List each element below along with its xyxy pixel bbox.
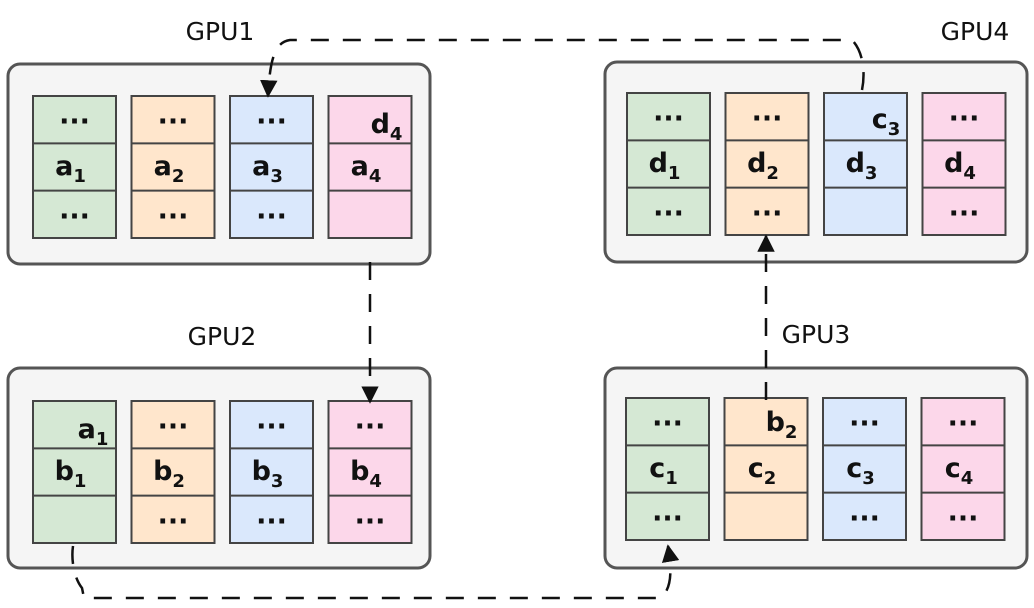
shard-label: c2 <box>748 453 777 489</box>
gpu-group-gpu4: GPU4...d1......d2...d3c3...d4... <box>603 17 1029 264</box>
data-column-rect <box>130 95 216 239</box>
data-column: ... d2... <box>724 92 810 236</box>
shard-label: b4 <box>350 456 382 492</box>
ellipsis-label: ... <box>949 97 980 128</box>
ring-transfer-arrow <box>260 38 865 98</box>
shard-label: d4 <box>944 148 976 184</box>
data-column-rect <box>32 400 117 544</box>
incoming-shard-label: b2 <box>766 407 798 443</box>
gpu-label: GPU4 <box>941 17 1010 46</box>
ellipsis-label: ... <box>158 194 189 225</box>
shard-label: d2 <box>747 148 779 184</box>
gpu-group-gpu2: GPU2b1a1...b2......b3......b4... <box>6 322 432 570</box>
data-column: ... b2... <box>130 400 216 544</box>
shard-label: b1 <box>55 456 87 492</box>
data-column-rect <box>327 95 413 239</box>
shard-label: a1 <box>55 151 86 187</box>
data-column: ... b4... <box>327 400 413 544</box>
ellipsis-label: ... <box>59 194 90 225</box>
data-column: ... c3... <box>822 397 907 541</box>
shard-label: b2 <box>153 456 185 492</box>
ellipsis-label: ... <box>652 402 683 433</box>
data-column: ... d1... <box>626 92 711 236</box>
data-column: ... a2... <box>130 95 216 239</box>
ellipsis-label: ... <box>158 499 189 530</box>
incoming-shard-label: d4 <box>371 109 403 145</box>
data-column-rect <box>625 397 710 541</box>
shard-label: a4 <box>351 151 382 187</box>
data-column-rect <box>823 92 908 236</box>
ellipsis-label: ... <box>355 405 386 436</box>
ellipsis-label: ... <box>752 97 783 128</box>
data-column-rect <box>32 95 117 239</box>
data-column-rect <box>921 92 1007 236</box>
ellipsis-label: ... <box>849 496 880 527</box>
shard-label: b3 <box>252 456 284 492</box>
shard-label: d1 <box>649 148 681 184</box>
data-column-rect <box>822 397 907 541</box>
ellipsis-label: ... <box>256 405 287 436</box>
data-column: ... c4... <box>920 397 1006 541</box>
shard-label: c1 <box>649 453 678 489</box>
data-column-rect <box>920 397 1006 541</box>
ellipsis-label: ... <box>653 191 684 222</box>
ellipsis-label: ... <box>653 97 684 128</box>
data-column-rect <box>724 92 810 236</box>
ellipsis-label: ... <box>752 191 783 222</box>
ellipsis-label: ... <box>652 496 683 527</box>
gpu-label: GPU1 <box>186 17 255 46</box>
ellipsis-label: ... <box>949 191 980 222</box>
gpu-label: GPU2 <box>188 322 257 351</box>
ellipsis-label: ... <box>256 499 287 530</box>
ellipsis-label: ... <box>948 402 979 433</box>
ellipsis-label: ... <box>59 100 90 131</box>
data-column-rect <box>130 400 216 544</box>
shard-label: c4 <box>945 453 974 489</box>
shard-label: a2 <box>154 151 185 187</box>
data-column-rect <box>626 92 711 236</box>
shard-label: d3 <box>846 148 878 184</box>
ellipsis-label: ... <box>849 402 880 433</box>
data-column: ... a3... <box>229 95 314 239</box>
shard-label: a3 <box>252 151 283 187</box>
data-column: ... a1... <box>32 95 117 239</box>
ellipsis-label: ... <box>948 496 979 527</box>
incoming-shard-label: a1 <box>78 414 109 450</box>
ellipsis-label: ... <box>256 194 287 225</box>
data-column-rect <box>723 397 809 541</box>
incoming-shard-label: c3 <box>872 104 901 140</box>
data-column: ... d4... <box>921 92 1007 236</box>
gpu-group-gpu3: GPU3...c1...c2b2...c3......c4... <box>603 320 1029 570</box>
ellipsis-label: ... <box>158 405 189 436</box>
ellipsis-label: ... <box>158 100 189 131</box>
ring-transfer-arrow <box>71 544 680 600</box>
data-column: ... c1... <box>625 397 710 541</box>
data-column-rect <box>229 400 314 544</box>
data-column: ... b3... <box>229 400 314 544</box>
ellipsis-label: ... <box>256 100 287 131</box>
shard-label: c3 <box>846 453 875 489</box>
ellipsis-label: ... <box>355 499 386 530</box>
gpu-label: GPU3 <box>782 320 851 349</box>
